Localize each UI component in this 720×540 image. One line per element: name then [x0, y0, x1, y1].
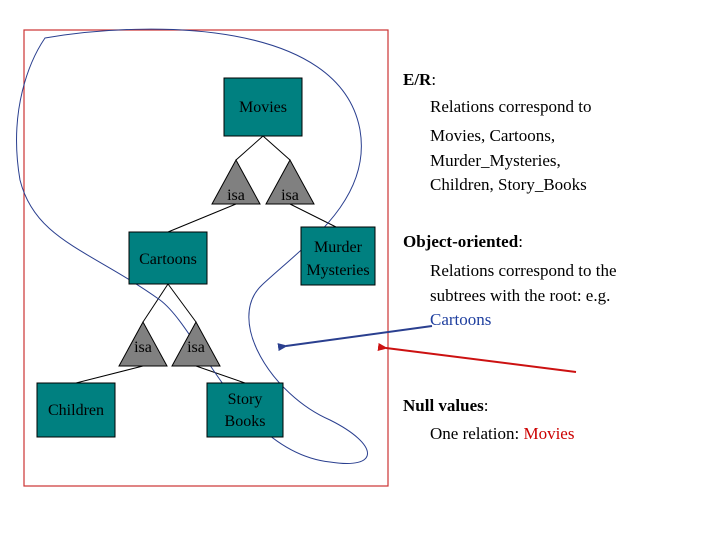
edge-isa-cartoons	[167, 203, 237, 233]
entity-story-books-label-line2: Books	[225, 413, 266, 430]
edge-isa-murder	[289, 203, 337, 228]
entity-cartoons-label: Cartoons	[139, 251, 197, 268]
hierarchy-frame	[23, 29, 389, 487]
oo-pointer-arrow	[277, 325, 433, 352]
er-heading: E/R	[403, 70, 432, 89]
null-highlight: Movies	[523, 424, 575, 443]
entity-story-books-label-line1: Story	[228, 391, 263, 408]
er-line-3: Murder_Mysteries,	[430, 151, 561, 170]
isa-label: isa	[227, 187, 245, 204]
entity-murder-mysteries-label-line2: Mysteries	[306, 262, 369, 279]
isa-triangle	[211, 158, 261, 205]
edge-movies-isa-right	[262, 135, 291, 161]
er-heading-line: E/R:	[403, 68, 436, 91]
edge-movies-isa-left	[235, 135, 264, 161]
null-heading: Null values	[403, 396, 484, 415]
entity-children-label: Children	[48, 402, 104, 419]
isa-triangle	[118, 320, 168, 367]
null-prefix: One relation:	[430, 424, 524, 443]
er-line-2: Movies, Cartoons,	[430, 126, 556, 145]
entity-movies-label: Movies	[239, 99, 287, 116]
isa-label: isa	[134, 339, 152, 356]
edge-cartoons-isa-left	[142, 283, 169, 323]
oo-line-2: subtrees with the root: e.g.	[430, 286, 611, 305]
entity-story-books	[206, 382, 284, 438]
isa-label: isa	[281, 187, 299, 204]
null-colon: :	[483, 396, 489, 415]
oo-line-1: Relations correspond to the	[430, 261, 617, 280]
oo-colon: :	[518, 232, 523, 251]
edge-isa-children	[75, 365, 144, 384]
er-colon: :	[431, 70, 437, 89]
null-pointer-arrow	[377, 343, 577, 373]
isa-label: isa	[187, 339, 205, 356]
oo-heading: Object-oriented	[403, 232, 519, 251]
oo-heading-line: Object-oriented:	[403, 230, 523, 253]
null-heading-line: Null values:	[403, 394, 489, 417]
entity-murder-mysteries-label-line1: Murder	[314, 239, 363, 256]
subtree-boundary-curve	[16, 28, 368, 464]
edge-cartoons-isa-right	[167, 283, 197, 323]
null-line: One relation: Movies	[430, 422, 574, 445]
edge-isa-story	[195, 365, 246, 384]
entity-cartoons	[128, 231, 208, 285]
isa-triangle	[265, 158, 315, 205]
entity-children	[36, 382, 116, 438]
oo-highlight: Cartoons	[430, 310, 492, 329]
er-line-1: Relations correspond to	[430, 97, 592, 116]
isa-triangle	[171, 320, 221, 367]
entity-murder-mysteries	[300, 226, 376, 286]
entity-movies	[223, 77, 303, 137]
er-line-4: Children, Story_Books	[430, 175, 587, 194]
